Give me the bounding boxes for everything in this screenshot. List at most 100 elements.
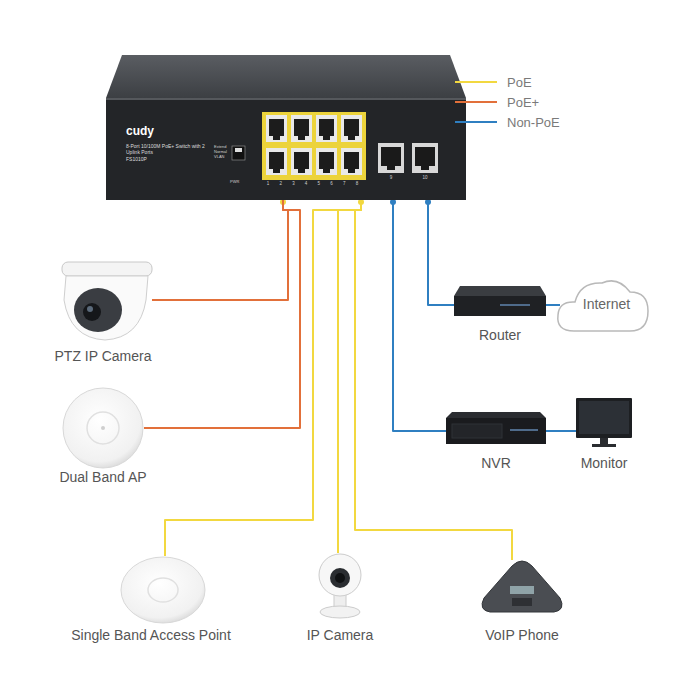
monitor-illustration — [576, 398, 632, 447]
device-label: IP Camera — [307, 627, 374, 643]
cloud-shape — [558, 281, 648, 331]
rj45-tab — [348, 136, 355, 140]
port-number: 10 — [422, 176, 427, 181]
poe-cable — [338, 200, 361, 553]
voip-phone: VoIP Phone — [480, 560, 564, 645]
rj45-socket — [344, 119, 359, 136]
port-number: 3 — [292, 182, 295, 187]
ptz-camera-illustration — [62, 262, 152, 340]
poe-cable — [355, 200, 512, 560]
switch-brand: cudy — [126, 125, 154, 139]
switch-description: 8-Port 10/100M PoE+ Switch with 2 Uplink… — [126, 143, 206, 155]
camera-bezel — [330, 568, 350, 588]
rj45-socket — [294, 119, 309, 136]
ptz-camera: PTZ IP Camera — [58, 258, 152, 368]
network-cable — [393, 200, 446, 431]
rj45-tab — [298, 136, 305, 140]
phone-display — [510, 586, 534, 594]
nvr-leds — [510, 429, 538, 431]
rj45-socket — [319, 152, 334, 169]
legend-text: PoE — [507, 75, 532, 90]
legend-text: PoE+ — [507, 95, 539, 110]
monitor: Monitor — [576, 396, 632, 472]
port-number: 6 — [330, 182, 333, 187]
device-label: Monitor — [581, 455, 628, 471]
camera-base — [320, 606, 360, 618]
ip-camera-illustration — [319, 554, 361, 618]
legend-text: Non-PoE — [507, 115, 560, 130]
poe-cable — [144, 200, 300, 428]
port-number: 4 — [305, 182, 308, 187]
rj45-tab — [323, 169, 330, 173]
mode-label: VLAN — [214, 155, 224, 159]
switch-front — [106, 98, 466, 200]
phone-body — [482, 561, 562, 612]
camera-dome — [64, 276, 148, 340]
nvr-front — [446, 418, 546, 444]
device-label: NVR — [481, 455, 511, 471]
poe-port-panel — [262, 112, 366, 180]
monitor-base — [592, 444, 616, 447]
uplink-socket — [381, 147, 401, 166]
uplink-port — [412, 143, 438, 173]
switch-top — [106, 55, 466, 98]
legend-swatch — [455, 121, 497, 123]
uplink-port — [378, 143, 404, 173]
rj45-port — [291, 148, 312, 175]
single-band-ap-illustration — [121, 557, 205, 623]
dual-band-ap: Dual Band AP — [62, 386, 144, 486]
mode-label: Normal — [214, 150, 227, 154]
rj45-socket — [269, 119, 284, 136]
rj45-port — [341, 148, 362, 175]
internet-cloud: Internet — [560, 278, 649, 331]
voip-phone-illustration — [482, 561, 562, 612]
nvr-top — [446, 412, 546, 418]
rj45-tab — [273, 169, 280, 173]
lens-highlight — [87, 306, 93, 312]
monitor-screen — [579, 401, 629, 434]
device-label: Dual Band AP — [59, 469, 146, 485]
camera-lens — [83, 303, 101, 321]
nvr-illustration — [446, 412, 546, 444]
router-front — [454, 296, 546, 316]
mode-switch — [232, 146, 245, 160]
port-number: 1 — [267, 182, 270, 187]
cloud-label: Internet — [583, 296, 630, 312]
device-label: Router — [479, 327, 521, 343]
rj45-port — [266, 148, 287, 175]
rj45-tab — [323, 136, 330, 140]
phone-keypad — [512, 598, 532, 606]
led-label: PWR — [230, 180, 239, 184]
network-cable — [428, 200, 454, 305]
network-cable — [546, 304, 560, 306]
legend-item: PoE — [455, 74, 532, 90]
legend-item: Non-PoE — [455, 114, 560, 130]
rj45-socket — [319, 119, 334, 136]
camera-head — [319, 554, 361, 596]
port-number: 5 — [318, 182, 321, 187]
rj45-port — [291, 115, 312, 142]
rj45-tab — [273, 136, 280, 140]
single-band-ap: Single Band Access Point — [121, 556, 205, 646]
nvr-panel — [452, 424, 502, 438]
poe-cable — [165, 200, 361, 556]
monitor-frame — [576, 398, 632, 438]
rj45-port — [341, 115, 362, 142]
camera-mount — [62, 262, 152, 276]
legend-swatch — [455, 101, 497, 103]
switch-model: FS1010P — [126, 157, 147, 163]
rj45-tab — [348, 169, 355, 173]
dual-band-ap-illustration — [63, 388, 143, 468]
port-number: 9 — [390, 176, 393, 181]
ip-camera: IP Camera — [318, 553, 362, 645]
router-top — [454, 286, 546, 296]
rj45-port — [316, 148, 337, 175]
router-illustration — [454, 286, 546, 316]
rj45-socket — [344, 152, 359, 169]
device-label: PTZ IP Camera — [55, 348, 152, 364]
nvr: NVR — [446, 410, 546, 472]
rj45-port — [266, 115, 287, 142]
rj45-socket — [269, 152, 284, 169]
ap-ring — [87, 412, 119, 444]
uplink-socket — [415, 147, 435, 166]
